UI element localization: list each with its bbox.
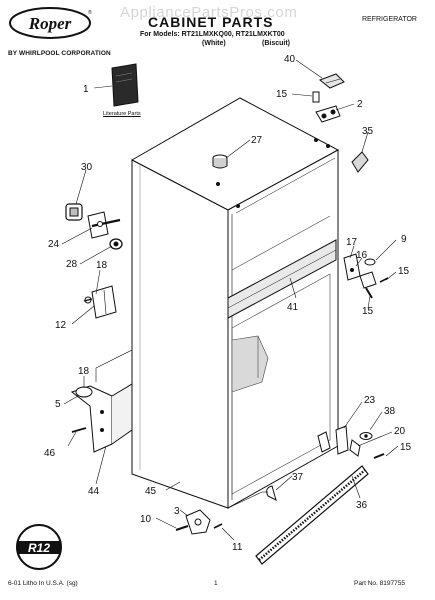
callout-24: 24 [48,239,60,250]
liner-interior [231,215,331,495]
callout-46: 46 [44,448,56,459]
callout-44: 44 [88,486,100,497]
callout-40: 40 [284,54,296,65]
hinge-cover-plug [319,73,345,89]
models-line: For Models: RT21LMXKQ00, RT21LMXKT00 [140,31,285,38]
callout-10: 10 [140,514,152,525]
callout-3: 3 [174,506,180,517]
bottom-hinge-bracket [70,349,133,453]
callout-11: 11 [232,542,243,553]
callout-2: 2 [357,99,363,110]
watermark: AppliancePartsPros.com [120,4,298,21]
callout-41: 41 [287,302,299,313]
callout-15-right: 15 [398,266,410,277]
top-hinge [312,91,341,123]
callout-18-lower: 18 [78,366,90,377]
roper-logo: Roper ® [9,7,92,39]
callout-37: 37 [292,472,304,483]
callout-36: 36 [356,500,368,511]
trim-clip [351,151,369,173]
callout-35: 35 [362,126,374,137]
brand-logo-text: Roper [28,14,72,33]
callout-15-mid: 15 [362,306,374,317]
variant-biscuit: (Biscuit) [262,40,290,47]
callout-23: 23 [364,395,376,406]
callout-27: 27 [251,135,263,146]
center-hinge-bracket [83,285,117,319]
brand-subtitle: BY WHIRLPOOL CORPORATION [8,50,111,57]
callout-45: 45 [145,486,157,497]
page-number: 1 [214,580,218,587]
callout-18-upper: 18 [96,260,108,271]
page-title: CABINET PARTS [148,14,274,30]
lower-hinge-parts [317,425,385,459]
callout-30: 30 [81,162,93,173]
top-plug [212,138,330,208]
door-closure-cam [65,203,83,221]
badge-label: R12 [28,541,50,555]
cabinet-shell [130,97,340,509]
callout-12: 12 [55,320,67,331]
callout-15-lower: 15 [400,442,412,453]
literature-packet [111,63,139,107]
print-info: 6-01 Litho In U.S.A. (sg) [8,580,78,587]
divider-rail [227,239,337,319]
callout-leaders [61,59,399,541]
cam-washer [109,238,123,250]
callout-5: 5 [55,399,61,410]
callout-9: 9 [401,234,407,245]
svg-text:®: ® [88,9,92,16]
part-number: Part No. 8197755 [354,580,405,587]
callout-20: 20 [394,426,406,437]
callout-1: 1 [83,84,89,95]
toe-grille [255,465,369,565]
callout-28: 28 [66,259,78,270]
grille-clip [266,485,277,501]
bottom-front-bracket [175,491,268,535]
variant-white: (White) [202,40,226,47]
callout-17: 17 [346,237,358,248]
literature-parts-label: Literature Parts [103,111,141,117]
cam-bracket [87,211,121,239]
right-center-hinge [343,253,389,299]
callout-15-top: 15 [276,89,288,100]
appliance-category: REFRIGERATOR [362,16,417,23]
r12-refrigerant-badge: R12 [16,524,62,570]
callout-38: 38 [384,406,396,417]
callout-16: 16 [356,250,368,261]
